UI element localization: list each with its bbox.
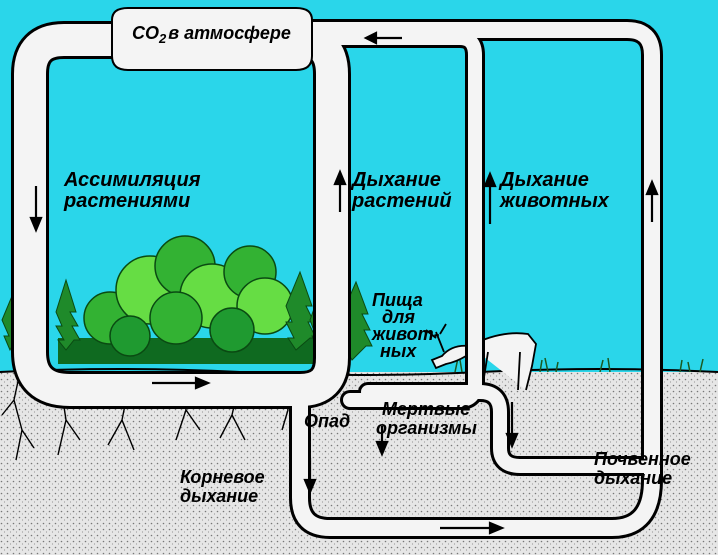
arrow-assimilation-icon — [29, 186, 43, 233]
pipe-fill-outer — [292, 22, 660, 536]
arrow-bottom-icon — [440, 521, 505, 535]
arrow-ground-icon — [152, 376, 211, 390]
plant-respiration-label: Дыхание растений — [352, 169, 452, 212]
arrow-atmosphere-icon — [363, 31, 402, 45]
litter-label: Опад — [304, 411, 351, 431]
animal-food-label: Пища для живот- ных — [372, 290, 440, 362]
arrow-soil-down-icon — [505, 402, 519, 449]
soil-respiration-label: Почвенное дыхание — [594, 449, 691, 488]
arrow-soil-respiration-icon — [645, 179, 659, 222]
ground-line — [0, 368, 718, 376]
arrow-plant-respiration-icon — [333, 169, 347, 212]
arrow-litter-icon — [303, 458, 317, 495]
arrow-icon — [29, 31, 659, 535]
pipe-fill-main — [14, 24, 348, 406]
root-respiration-label: Корневое дыхание — [180, 467, 265, 506]
forest-illustration — [1, 235, 373, 364]
assimilation-label: Ассимиляция растениями — [64, 169, 201, 212]
pipe-fill-animal — [303, 31, 482, 407]
dead-organisms-label: Мертвые организмы — [376, 399, 477, 438]
arrow-dead-organisms-icon — [375, 426, 389, 457]
arrow-animal-respiration-icon — [483, 171, 497, 224]
co2-box — [111, 7, 313, 71]
pipe-fill-dead — [361, 385, 659, 473]
roots-illustration — [1, 371, 289, 461]
animal-respiration-label: Дыхание животных — [500, 169, 609, 212]
